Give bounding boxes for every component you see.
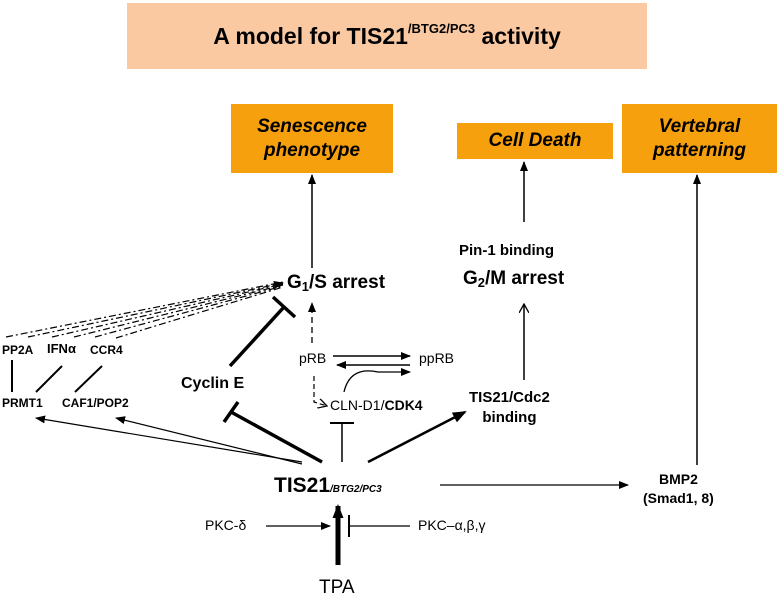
caf1-pop2-label: CAF1/POP2 <box>62 396 129 410</box>
tpa-label: TPA <box>319 577 355 598</box>
tis21-to-caf1-arrow <box>115 416 303 465</box>
cdc2-line1: TIS21/Cdc2 <box>469 389 550 406</box>
tis21-inhibit-cycline-bar <box>222 400 240 424</box>
ifn-prmt1-link <box>35 365 63 393</box>
title-suffix: activity <box>475 22 561 49</box>
senescence-phenotype-box: Senescence phenotype <box>231 104 393 173</box>
tis21-inhibit-cycline <box>230 410 323 464</box>
tis21-to-cdc2-arrow <box>367 410 467 464</box>
patterning-label: patterning <box>653 139 746 161</box>
senescence-label: Senescence <box>257 115 367 137</box>
ifn-alpha-label: IFNα <box>47 341 76 356</box>
tis21-cdc2-binding-label: TIS21/Cdc2 binding <box>469 388 550 428</box>
pprb-label: ppRB <box>419 350 455 366</box>
title-banner: A model for TIS21/BTG2/PC3 activity <box>127 3 647 69</box>
vertebral-patterning-box: Vertebral patterning <box>622 104 777 173</box>
pkc-delta-label: PKC-δ <box>205 517 247 533</box>
dashdot-lines <box>5 280 284 339</box>
pp2a-label: PP2A <box>2 343 34 357</box>
cycline-inhibit-g1s <box>228 305 286 368</box>
bmp2-line2: (Smad1, 8) <box>643 490 714 506</box>
ccr4-caf1-link <box>74 365 103 393</box>
diagram-title: A model for TIS21/BTG2/PC3 activity <box>213 20 561 50</box>
g1s-arrest-label: G1/S arrest <box>287 272 386 295</box>
g2m-arrest-label: G2/M arrest <box>463 268 565 291</box>
pin1-binding-label: Pin-1 binding <box>459 242 554 259</box>
cdk4-phosphorylation-arrow <box>343 368 411 393</box>
pkc-alpha-beta-gamma-label: PKC–α,β,γ <box>418 517 486 533</box>
prmt1-label: PRMT1 <box>2 396 43 410</box>
cln-d1-cdk4-label: CLN-D1/CDK4 <box>330 397 423 413</box>
vertebral-label: Vertebral <box>658 115 741 137</box>
bmp2-line1: BMP2 <box>658 471 698 487</box>
cyclin-e-label: Cyclin E <box>181 375 245 392</box>
bmp2-node-label: BMP2 (Smad1, 8) <box>643 470 714 508</box>
phenotype-label: phenotype <box>263 139 361 161</box>
title-superscript: /BTG2/PC3 <box>407 20 476 36</box>
cell-death-label: Cell Death <box>488 130 582 151</box>
title-prefix: A model for TIS21 <box>213 22 408 49</box>
tis21-node-label: TIS21/BTG2/PC3 <box>274 474 382 497</box>
cycline-inhibit-bar <box>271 295 297 319</box>
tis21-to-prmt1-arrow <box>35 415 303 463</box>
prb-label: pRB <box>299 350 327 366</box>
prb-to-clnd1-arrow <box>313 376 327 406</box>
cell-death-box: Cell Death <box>457 123 613 159</box>
ccr4-label: CCR4 <box>90 343 123 357</box>
cdc2-line2: binding <box>482 409 537 426</box>
